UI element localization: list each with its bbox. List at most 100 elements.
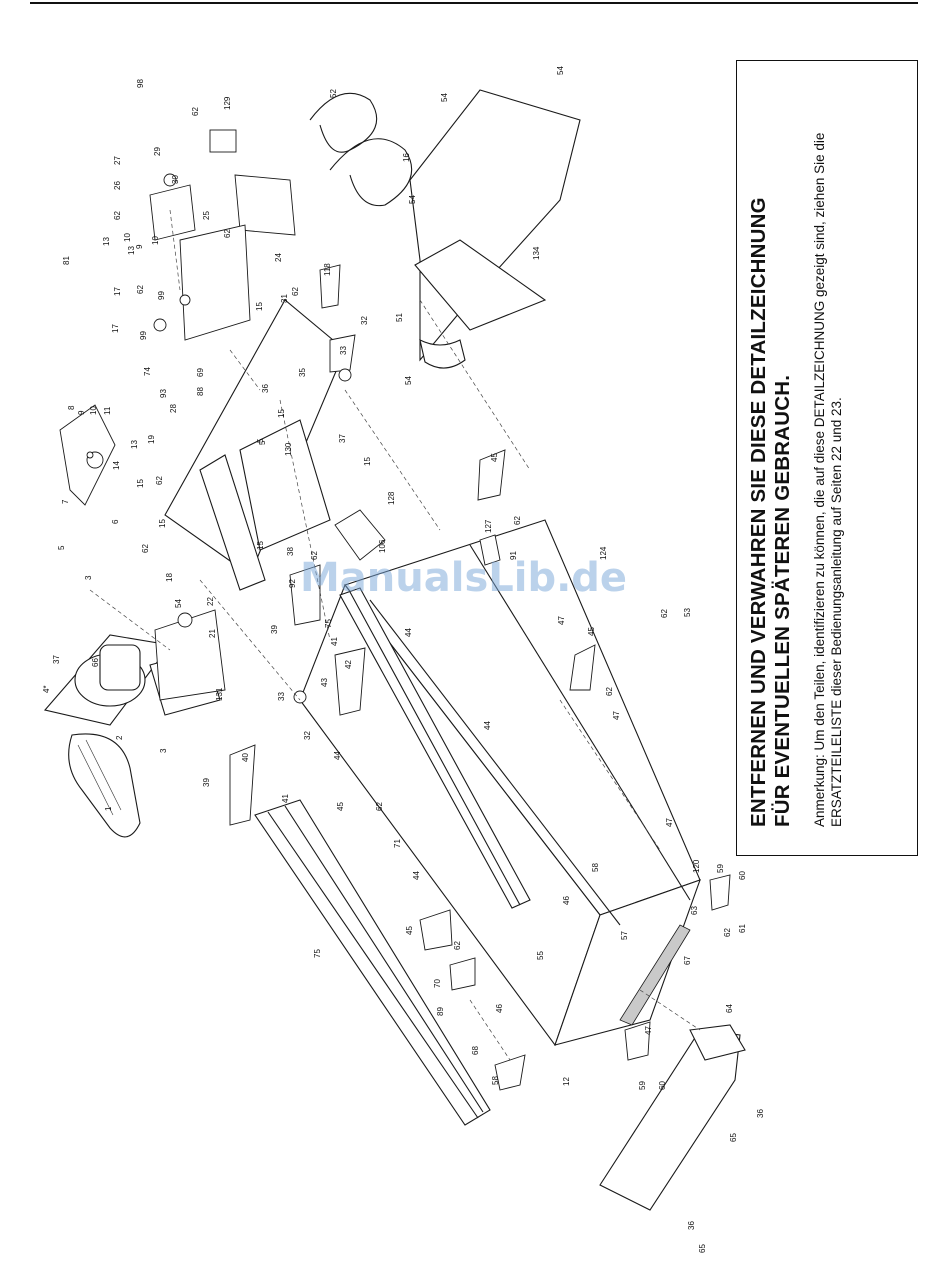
- part-label: 39: [202, 778, 211, 787]
- part-label: 62: [113, 211, 122, 220]
- part-label: 36: [687, 1221, 696, 1230]
- part-label: 9: [77, 410, 86, 415]
- part-label: 55: [536, 951, 545, 960]
- part-label: 15: [255, 302, 264, 311]
- part-label: 30: [171, 175, 180, 184]
- part-label: 3: [159, 748, 168, 753]
- part-label: 28: [169, 404, 178, 413]
- part-label: 45: [490, 453, 499, 462]
- part-label: 52: [329, 89, 338, 98]
- part-label: 93: [159, 389, 168, 398]
- upright-frame: [164, 299, 346, 591]
- part-label: 36: [756, 1109, 765, 1118]
- part-label: 69: [196, 368, 205, 377]
- part-label: 22: [206, 597, 215, 606]
- part-label: 130: [284, 442, 293, 456]
- part-label: 6: [111, 519, 120, 524]
- part-label: 5: [256, 438, 265, 443]
- part-label: 54: [440, 93, 449, 102]
- part-label: 24: [274, 253, 283, 262]
- part-label: 62: [191, 107, 200, 116]
- part-label: 1: [104, 806, 113, 811]
- part-label: 27: [113, 156, 122, 165]
- part-label: 8: [67, 405, 76, 410]
- instruction-note-content: ENTFERNEN UND VERWAHREN SIE DIESE DETAIL…: [737, 61, 917, 855]
- part-label: 5: [57, 545, 66, 550]
- note-heading: ENTFERNEN UND VERWAHREN SIE DIESE DETAIL…: [747, 91, 795, 827]
- part-label: 124: [599, 546, 608, 560]
- part-label: 11: [103, 406, 112, 415]
- part-label: 51: [395, 313, 404, 322]
- part-label: 17: [113, 287, 122, 296]
- part-label: 91: [509, 551, 518, 560]
- part-label: 18: [165, 573, 174, 582]
- part-label: 36: [261, 384, 270, 393]
- part-label: 62: [141, 544, 150, 553]
- part-label: 17: [111, 324, 120, 333]
- part-label: 19: [147, 435, 156, 444]
- rear-end-cap: [599, 1024, 746, 1211]
- part-label: 9: [135, 244, 144, 249]
- part-label: 29: [153, 147, 162, 156]
- part-label: 89: [436, 1007, 445, 1016]
- part-label: 99: [139, 331, 148, 340]
- part-label: 7: [61, 499, 70, 504]
- part-label: 59: [716, 864, 725, 873]
- part-label: 131: [215, 687, 224, 701]
- part-label: 67: [683, 956, 692, 965]
- part-label: 81: [62, 256, 71, 265]
- part-label: 4*: [42, 685, 51, 693]
- part-label: 62: [310, 551, 319, 560]
- part-label: 60: [658, 1081, 667, 1090]
- part-label: 53: [683, 608, 692, 617]
- part-label: 44: [333, 751, 342, 760]
- part-label: 13: [127, 246, 136, 255]
- part-label: 106: [378, 539, 387, 553]
- part-label: 75: [313, 949, 322, 958]
- part-label: 33: [339, 346, 348, 355]
- hardware-pieces: [59, 129, 731, 1091]
- note-body: Anmerkung: Um den Teilen, identifizieren…: [812, 132, 844, 827]
- part-label: 32: [360, 316, 369, 325]
- part-label: 45: [405, 926, 414, 935]
- note-heading-line2: FÜR EVENTUELLEN SPÄTEREN GEBRAUCH.: [771, 374, 794, 827]
- part-label: 15: [136, 479, 145, 488]
- note-heading-line1: ENTFERNEN UND VERWAHREN SIE DIESE DETAIL…: [747, 197, 770, 827]
- part-label: 129: [223, 96, 232, 110]
- part-label: 45: [336, 802, 345, 811]
- part-label: 32: [303, 731, 312, 740]
- part-label: 98: [136, 79, 145, 88]
- part-label: 62: [723, 928, 732, 937]
- part-label: 54: [556, 66, 565, 75]
- motor-hood: [409, 89, 581, 369]
- part-label: 43: [320, 678, 329, 687]
- part-label: 60: [738, 871, 747, 880]
- top-rule: [30, 2, 918, 4]
- part-label: 66: [91, 658, 100, 667]
- part-label: 92: [288, 579, 297, 588]
- part-label: 37: [338, 434, 347, 443]
- part-label: 120: [692, 859, 701, 873]
- part-label: 59: [638, 1081, 647, 1090]
- side-rail-left: [254, 799, 491, 1126]
- part-label: 68: [471, 1046, 480, 1055]
- part-label: 5: [258, 440, 267, 445]
- part-label: 62: [155, 476, 164, 485]
- part-label: 62: [136, 285, 145, 294]
- part-label: 65: [698, 1244, 707, 1253]
- part-label: 99: [157, 291, 166, 300]
- part-label: 46: [495, 1004, 504, 1013]
- part-label: 62: [375, 802, 384, 811]
- side-rail-right: [339, 587, 531, 909]
- part-label: 40: [241, 753, 250, 762]
- part-label: 15: [277, 409, 286, 418]
- part-label: 2: [115, 735, 124, 740]
- part-label: 25: [202, 211, 211, 220]
- part-label: 37: [52, 655, 61, 664]
- part-label: 10: [123, 233, 132, 242]
- part-label: 31: [280, 294, 289, 303]
- part-label: 74: [143, 367, 152, 376]
- part-label: 62: [660, 609, 669, 618]
- drive-belt: [68, 733, 141, 838]
